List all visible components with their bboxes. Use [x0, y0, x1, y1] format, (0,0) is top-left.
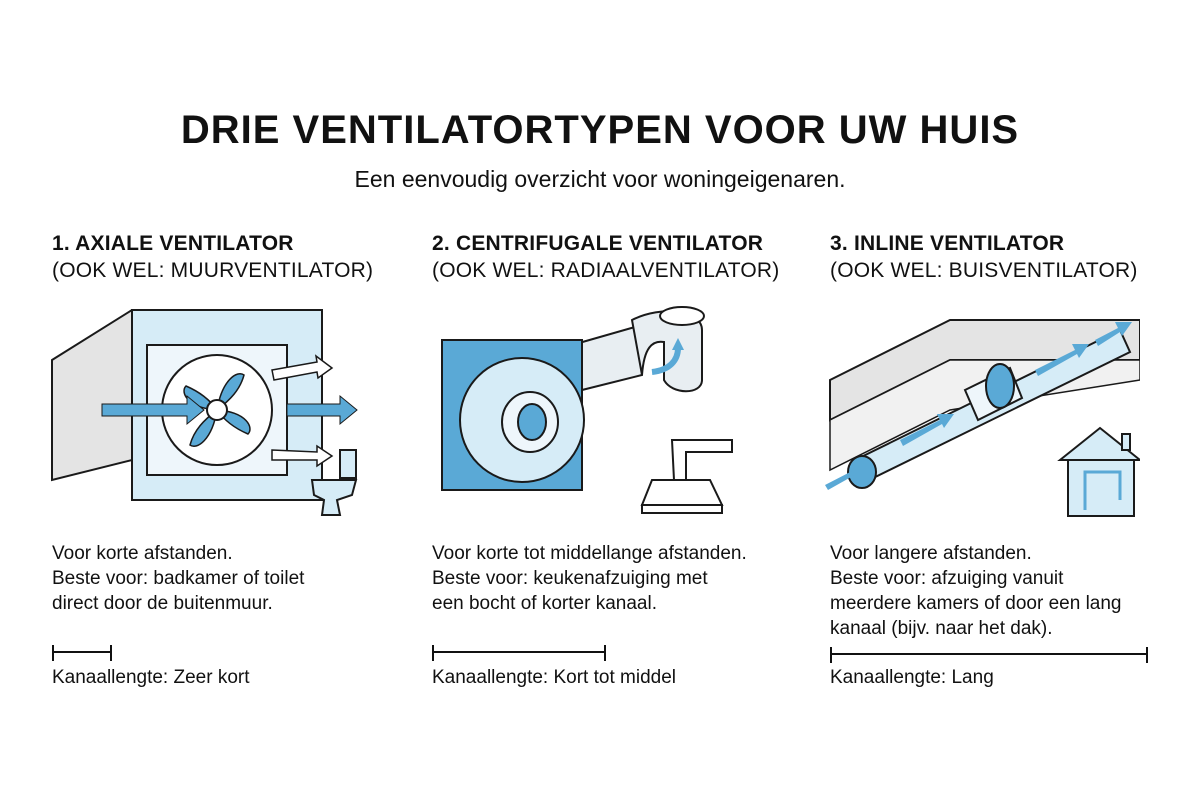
fan-description: Voor langere afstanden. Beste voor: afzu…	[830, 541, 1122, 641]
duct-length-label: Kanaallengte: Zeer kort	[52, 667, 250, 688]
fan-type-inline: 3. INLINE VENTILATOR (OOK WEL: BUISVENTI…	[825, 0, 1190, 800]
house-duct-lines	[1083, 470, 1122, 510]
blower-inlet	[517, 403, 547, 441]
flow-arrow-head	[672, 338, 684, 350]
duct-length-label: Kanaallengte: Lang	[830, 667, 994, 688]
flow-arrow	[651, 347, 681, 375]
fan-alias: (OOK WEL: RADIAALVENTILATOR)	[432, 259, 780, 282]
fan-description: Voor korte afstanden. Beste voor: badkam…	[52, 541, 304, 616]
fan-type-axial: 1. AXIALE VENTILATOR (OOK WEL: MUURVENTI…	[51, 0, 412, 800]
page-subtitle: Een eenvoudig overzicht voor woningeigen…	[354, 166, 846, 192]
fan-alias: (OOK WEL: BUISVENTILATOR)	[830, 259, 1138, 282]
outlet-arrows	[271, 354, 334, 468]
desc-line: meerdere kamers of door een lang	[830, 593, 1122, 614]
duct-length-bar	[830, 647, 1148, 663]
duct-length-bar	[432, 645, 606, 661]
range-hood-icon	[640, 439, 733, 514]
centrifugal-fan-illustration	[441, 306, 733, 514]
duct-length-label: Kanaallengte: Kort tot middel	[432, 667, 676, 688]
fan-heading: 3. INLINE VENTILATOR	[830, 232, 1065, 255]
desc-line: Beste voor: badkamer of toilet	[52, 568, 305, 589]
desc-line: kanaal (bijv. naar het dak).	[830, 618, 1053, 639]
fan-hub	[206, 399, 228, 421]
fan-alias: (OOK WEL: MUURVENTILATOR)	[52, 259, 374, 282]
desc-line: Beste voor: afzuiging vanuit	[830, 568, 1064, 589]
toilet-icon	[310, 449, 358, 516]
fan-description: Voor korte tot middellange afstanden. Be…	[432, 541, 747, 616]
fan-heading: 2. CENTRIFUGALE VENTILATOR	[432, 232, 764, 255]
axial-fan-illustration	[51, 309, 358, 516]
duct-length-bar	[52, 645, 112, 661]
inline-fan-illustration	[825, 319, 1140, 517]
desc-line: Voor langere afstanden.	[830, 543, 1032, 564]
desc-line: Beste voor: keukenafzuiging met	[432, 568, 708, 589]
desc-line: Voor korte afstanden.	[52, 543, 233, 564]
duct-elbow	[570, 306, 705, 393]
page-title: DRIE VENTILATORTYPEN VOOR UW HUIS	[180, 108, 1020, 152]
house-icon	[1057, 426, 1140, 517]
ceiling-underside	[829, 359, 1140, 472]
airflow-arrows	[825, 322, 1132, 490]
desc-line: Voor korte tot middellange afstanden.	[432, 543, 747, 564]
inline-fan-ring	[985, 363, 1015, 409]
desc-line: een bocht of korter kanaal.	[432, 593, 657, 614]
fan-heading: 1. AXIALE VENTILATOR	[52, 232, 294, 255]
fan-type-centrifugal: 2. CENTRIFUGALE VENTILATOR (OOK WEL: RAD…	[432, 0, 792, 800]
desc-line: direct door de buitenmuur.	[52, 593, 273, 614]
airflow-arrows	[101, 394, 358, 426]
